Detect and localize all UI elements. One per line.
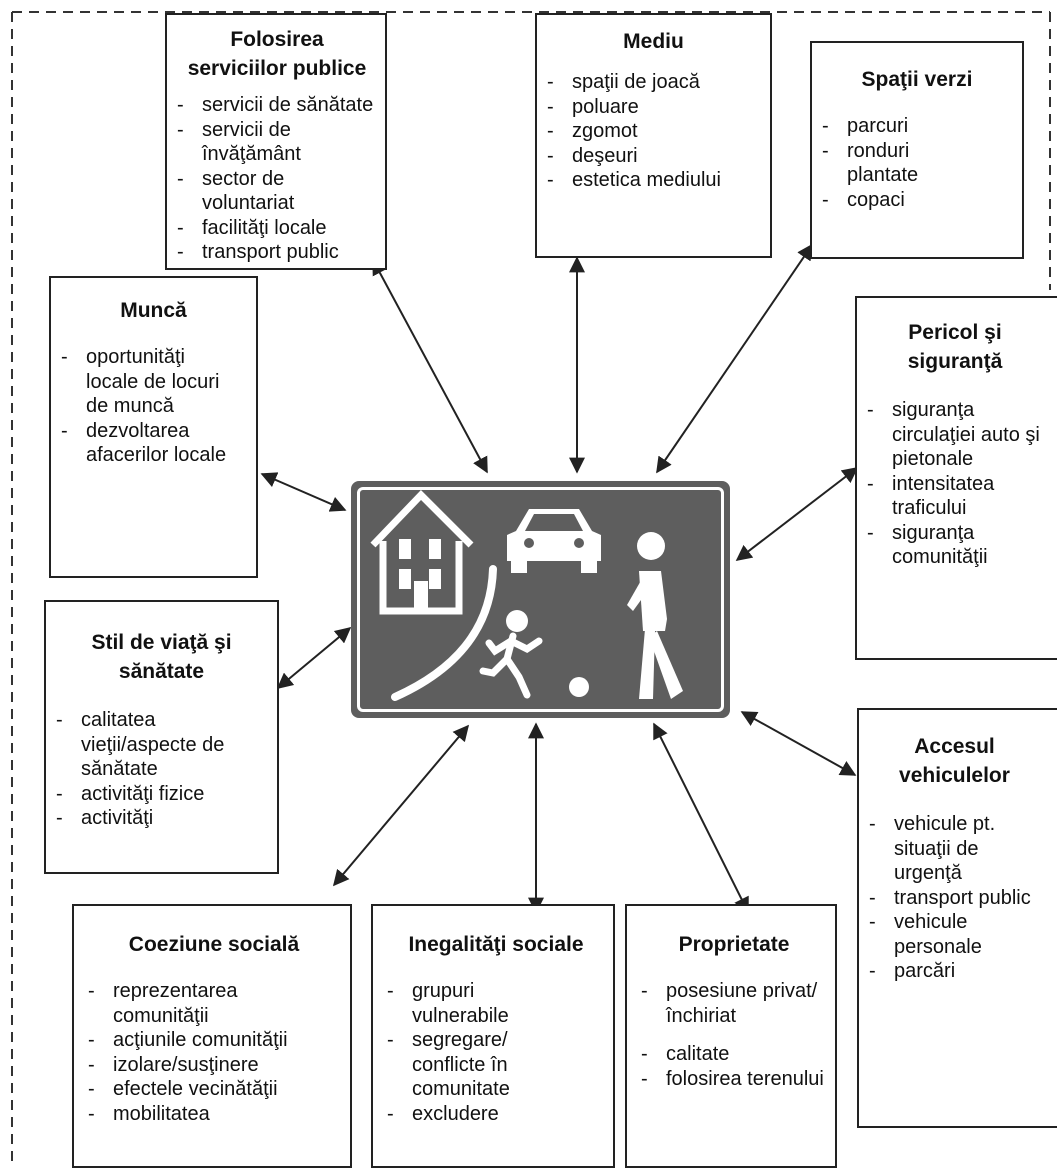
arrow-lifestyle-health [276, 626, 352, 690]
list-item: poluare [545, 95, 762, 120]
list-item: efectele vecinătăţii [86, 1077, 342, 1102]
house-icon [370, 489, 474, 615]
pedestrian-icon [627, 532, 683, 699]
list-item: posesiune privat/închiriat [639, 979, 827, 1028]
arrow-green-spaces [656, 243, 813, 474]
node-title: Coeziune socială [128, 933, 300, 956]
list-item: intensitatea traficului [865, 472, 1040, 521]
node-title: Accesul vehiculelor [899, 735, 1010, 787]
node-title: Muncă [120, 299, 187, 322]
car-icon [507, 509, 601, 573]
list-item: mobilitatea [86, 1102, 342, 1127]
node-vehicle-access: Accesul vehiculelor vehicule pt. situaţi… [857, 708, 1057, 1128]
list-item: parcuri [820, 114, 930, 139]
curb-line-icon [391, 565, 497, 701]
list-item: activităţi [54, 806, 259, 831]
list-item: transport public [175, 240, 379, 265]
list-item: folosirea terenului [639, 1067, 827, 1092]
node-social-inequality: Inegalităţi sociale grupuri vulnerabile … [371, 904, 615, 1168]
list-item: transport public [867, 886, 1032, 911]
list-item: siguranţa comunităţii [865, 521, 1040, 570]
list-item: reprezentarea comunităţii [86, 979, 273, 1028]
node-property: Proprietate posesiune privat/închiriat c… [625, 904, 837, 1168]
list-item: ronduri plantate [820, 139, 930, 188]
arrow-property [653, 722, 749, 914]
list-item: vehicule personale [867, 910, 1032, 959]
list-item: zgomot [545, 119, 762, 144]
node-title: Stil de viaţă şi sănătate [91, 631, 232, 683]
list-item: grupuri vulnerabile [385, 979, 555, 1028]
list-item: siguranţa circulaţiei auto şi pietonale [865, 398, 1040, 472]
list-item: parcări [867, 959, 1032, 984]
node-title: Inegalităţi sociale [408, 933, 584, 956]
ball-icon [569, 677, 589, 697]
node-green-spaces: Spaţii verzi parcuri ronduri plantate co… [810, 41, 1024, 259]
node-title: Spaţii verzi [861, 68, 973, 91]
list-item: segregare/ conflicte în comunitate [385, 1028, 555, 1102]
arrow-vehicle-access [740, 711, 857, 776]
node-social-cohesion: Coeziune socială reprezentarea comunităţ… [72, 904, 352, 1168]
sign-pictogram [370, 489, 683, 701]
list-item: copaci [820, 188, 930, 213]
node-title: Mediu [623, 30, 684, 53]
arrow-social-cohesion [332, 724, 470, 887]
node-environment: Mediu spaţii de joacă poluare zgomot deş… [535, 13, 772, 258]
node-public-services: Folosirea serviciilor publice servicii d… [165, 13, 387, 270]
list-item: spaţii de joacă [545, 70, 762, 95]
child-icon [479, 610, 543, 699]
list-item: estetica mediului [545, 168, 762, 193]
node-lifestyle-health: Stil de viaţă şi sănătate calitatea vieţ… [44, 600, 279, 874]
list-item: dezvoltarea afacerilor locale [59, 419, 231, 468]
list-item: calitatea vieţii/aspecte de sănătate [54, 708, 259, 782]
arrow-danger-safety [735, 467, 859, 561]
living-street-sign [351, 481, 730, 718]
list-item: oportunităţi locale de locuri de muncă [59, 345, 231, 419]
list-item: vehicule pt. situaţii de urgenţă [867, 812, 1032, 886]
node-title: Proprietate [678, 933, 790, 956]
list-item: facilităţi locale [175, 216, 379, 241]
node-title: Folosirea serviciilor publice [187, 28, 367, 80]
list-item: sector de voluntariat [175, 167, 379, 216]
list-item: izolare/susţinere [86, 1053, 342, 1078]
node-work: Muncă oportunităţi locale de locuri de m… [49, 276, 258, 578]
list-item: deşeuri [545, 144, 762, 169]
list-item: servicii de învăţământ [175, 118, 379, 167]
list-item: calitate [639, 1042, 827, 1067]
arrow-work [260, 472, 347, 512]
node-title: Pericol şi siguranţă [907, 321, 1003, 373]
sign-frame [357, 487, 724, 712]
list-item: activităţi fizice [54, 782, 259, 807]
arrow-public-services [372, 258, 488, 474]
node-danger-safety: Pericol şi siguranţă siguranţa circulaţi… [855, 296, 1057, 660]
list-item: excludere [385, 1102, 555, 1127]
list-item: servicii de sănătate [175, 93, 379, 118]
list-item: acţiunile comunităţii [86, 1028, 342, 1053]
